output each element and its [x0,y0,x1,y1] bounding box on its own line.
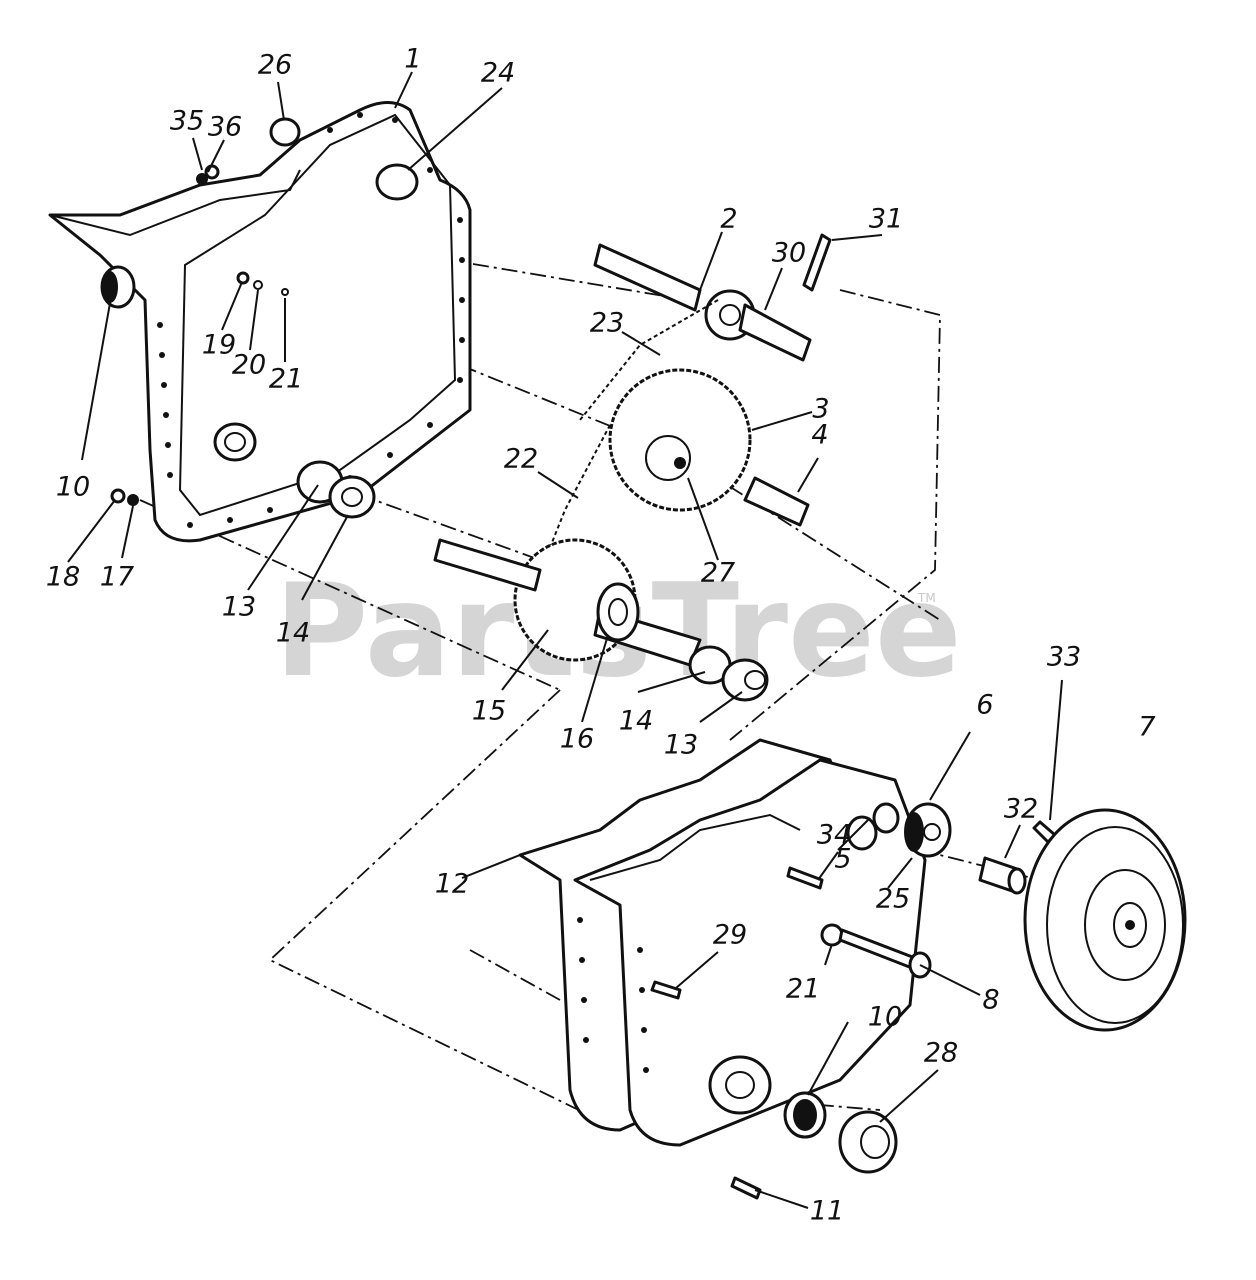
callout-part-3: 3 [812,394,829,425]
callout-part-28: 28 [924,1038,958,1069]
left-housing-half [48,101,472,543]
callout-part-11: 11 [810,1196,844,1227]
callout-part-5: 5 [834,844,851,875]
callout-part-13-right: 13 [664,730,698,761]
callout-part-1: 1 [404,44,421,75]
callout-part-23: 23 [590,308,624,339]
callout-part-21-lower: 21 [786,974,820,1005]
callout-part-35: 35 [170,106,204,137]
callout-part-22: 22 [504,444,538,475]
callout-part-15: 15 [472,696,506,727]
callout-part-13-left: 13 [222,592,256,623]
callout-part-33: 33 [1047,642,1081,673]
callout-part-12: 12 [435,869,469,900]
watermark-trademark: TM [917,591,936,605]
leader-lines [67,71,1063,1209]
callout-part-4: 4 [811,420,828,451]
callout-part-14-left: 14 [276,618,310,649]
callout-part-26: 26 [258,50,292,81]
callout-part-17: 17 [100,562,134,593]
callout-part-10-upper: 10 [56,472,90,503]
callout-part-32: 32 [1004,794,1038,825]
callout-part-6: 6 [976,690,993,721]
callout-part-8: 8 [982,985,999,1016]
callout-part-21-upper: 21 [269,364,303,395]
callout-part-7: 7 [1138,712,1155,743]
callout-part-18: 18 [46,562,80,593]
callout-part-16: 16 [560,724,594,755]
callout-part-29: 29 [713,920,747,951]
callout-part-34: 34 [817,820,851,851]
callout-part-24: 24 [481,58,515,89]
part-callouts: 1 2 3 4 5 6 7 8 10 10 11 12 13 13 14 14 … [46,44,1156,1227]
callout-part-25: 25 [876,884,910,915]
callout-part-14-right: 14 [619,706,653,737]
callout-part-10-lower: 10 [868,1002,902,1033]
callout-part-31: 31 [869,204,903,235]
callout-part-27: 27 [701,558,735,589]
shaft-and-sprocket-group [296,163,832,702]
callout-part-36: 36 [208,112,242,143]
callout-part-20: 20 [232,350,266,381]
right-housing-halves [518,738,1187,1200]
callout-part-2: 2 [720,204,737,235]
callout-part-30: 30 [772,238,806,269]
callout-part-19: 19 [202,330,236,361]
